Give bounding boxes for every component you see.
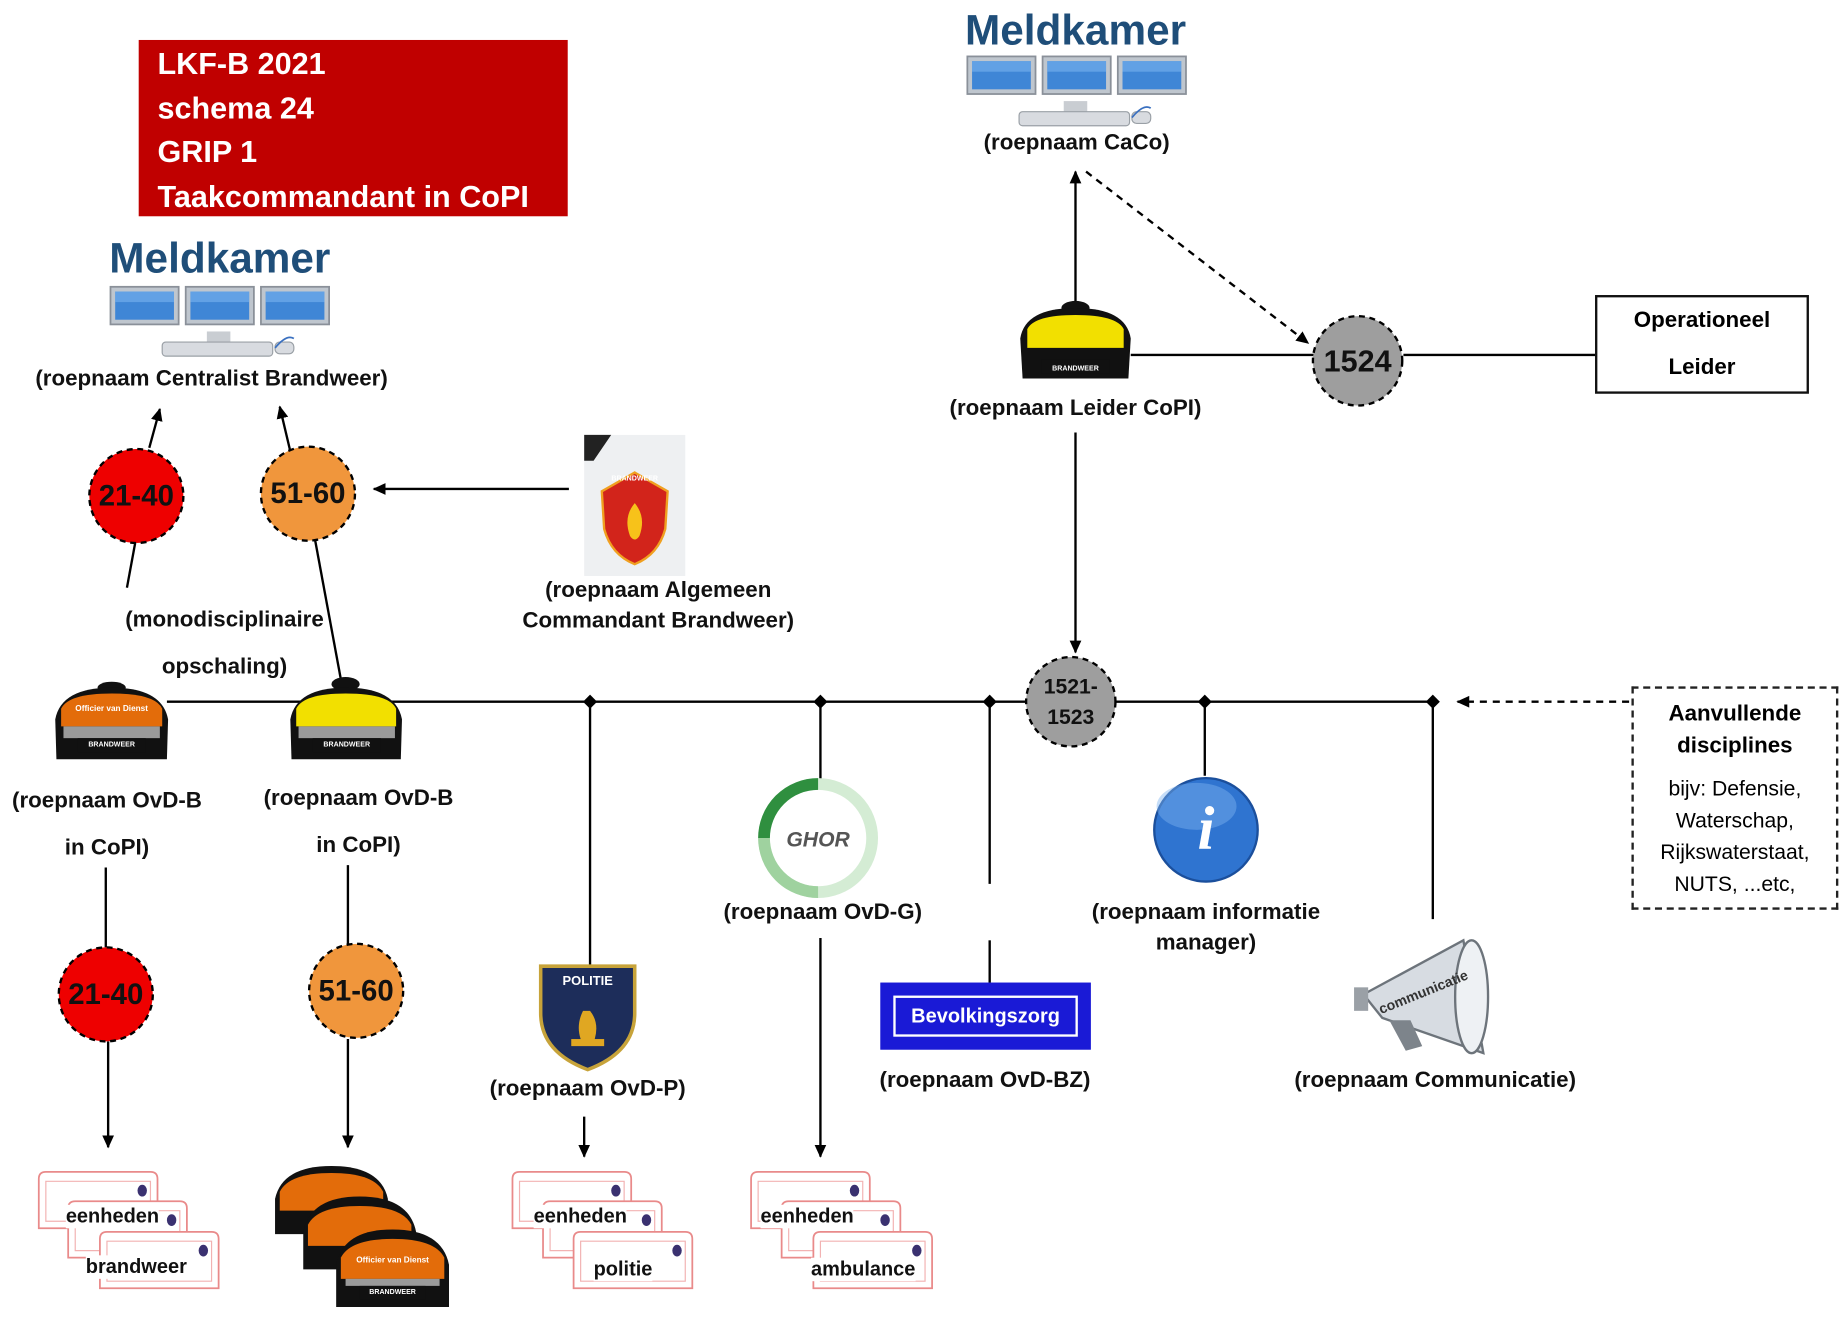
info-manager-label: (roepnaam informatie manager) [1070, 898, 1343, 959]
officers-helmet-sub: BRANDWEER [369, 1289, 416, 1297]
units-brandweer-line1: eenheden [65, 1204, 160, 1229]
mono-line1: (monodisciplinaire [125, 607, 324, 633]
units-brandweer-line2: brandweer [85, 1255, 187, 1279]
title-line-2: schema 24 [157, 89, 314, 126]
monodisciplinaire-label: (monodisciplinaire opschaling) [113, 597, 336, 691]
ovd-b1-helmet-icon [55, 681, 169, 760]
aanvullende-body-4: NUTS, ...etc, [1674, 872, 1796, 896]
units-politie-line1: eenheden [533, 1204, 627, 1229]
ovd-b1-line1: (roepnaam OvD-B [12, 788, 202, 814]
aanvullende-body-2: Waterschap, [1675, 808, 1794, 833]
meldkamer-left-title: Meldkamer [109, 233, 331, 283]
ovd-bz-label: (roepnaam OvD-BZ) [879, 1068, 1091, 1094]
ovd-b2-label: (roepnaam OvD-B in CoPI) [252, 776, 466, 870]
info-icon [1153, 776, 1259, 883]
algemeen-badge-text: BRANDWEER [611, 476, 659, 484]
aanvullende-body: bijv: Defensie, Waterschap, Rijkswaterst… [1634, 773, 1836, 900]
channel-21-40-bottom [57, 946, 154, 1043]
info-icon-text: i [1197, 795, 1215, 863]
node-1521-text: 1521- 1523 [1026, 671, 1115, 732]
ovd-g-label: (roepnaam OvD-G) [723, 900, 923, 926]
ovd-b2-line1: (roepnaam OvD-B [263, 786, 454, 812]
ovd-b1-label: (roepnaam OvD-B in CoPI) [0, 778, 214, 872]
channel-21-40-top-text: 21-40 [98, 479, 174, 513]
aanvullende-title: Aanvullende disciplines [1634, 698, 1836, 761]
ovd-b1-helmet-text: Officier van Dienst [75, 705, 149, 714]
info-line2: manager) [1155, 930, 1257, 956]
algemeen-line1: (roepnaam Algemeen [545, 578, 772, 603]
communicatie-megaphone-icon [1354, 938, 1490, 1055]
aanvullende-title1: Aanvullende [1668, 701, 1802, 727]
aanvullende-body-3: Rijkswaterstaat, [1660, 840, 1810, 864]
channel-21-40-bottom-text: 21-40 [68, 977, 144, 1011]
node-1524 [1311, 315, 1404, 407]
meldkamer-top-label: (roepnaam CaCo) [983, 130, 1170, 156]
channel-51-60-top [259, 445, 357, 542]
politie-badge-icon [538, 964, 637, 1072]
ovd-b1-line2: in CoPI) [64, 835, 150, 861]
units-politie-line2: politie [593, 1257, 653, 1282]
operationeel-line1: Operationeel [1633, 307, 1771, 333]
operationeel-line2: Leider [1668, 354, 1736, 380]
node-1521-1523 [1024, 655, 1117, 748]
meldkamer-top-title: Meldkamer [965, 5, 1187, 55]
leider-copi-helmet-icon [1020, 300, 1131, 379]
algemeen-commandant-label: (roepnaam Algemeen Commandant Brandweer) [505, 576, 811, 637]
aanvullende-title2: disciplines [1677, 733, 1793, 759]
channel-21-40-top [88, 447, 185, 545]
units-ambulance-line2: ambulance [811, 1257, 916, 1282]
title-line-1: LKF-B 2021 [157, 45, 326, 82]
meldkamer-left-label: (roepnaam Centralist Brandweer) [35, 366, 388, 392]
node-1521-line1: 1521- [1043, 674, 1098, 699]
node-1521-line2: 1523 [1047, 705, 1095, 729]
meldkamer-top-workstation-icon [967, 56, 1186, 125]
channel-51-60-top-text: 51-60 [270, 477, 346, 511]
info-line1: (roepnaam informatie [1091, 900, 1321, 926]
algemeen-line2: Commandant Brandweer) [522, 608, 795, 634]
algemeen-commandant-badge-icon [584, 434, 686, 576]
channel-51-60-bottom [307, 942, 405, 1040]
ghor-logo-text: GHOR [786, 827, 850, 851]
node-1524-text: 1524 [1323, 343, 1392, 379]
channel-51-60-bottom-text: 51-60 [318, 974, 394, 1008]
ovd-b2-line2: in CoPI) [316, 833, 401, 859]
ovd-b1-helmet-sub: BRANDWEER [88, 741, 135, 749]
aanvullende-body-1: bijv: Defensie, [1668, 776, 1802, 801]
schema-title-box: LKF-B 2021 schema 24 GRIP 1 Taakcommanda… [138, 39, 568, 217]
bevolkingszorg-text: Bevolkingszorg [893, 995, 1078, 1037]
aanvullende-disciplines-box: Aanvullende disciplines bijv: Defensie, … [1631, 686, 1839, 910]
title-line-3: GRIP 1 [157, 133, 258, 170]
units-ambulance-line1: eenheden [760, 1204, 854, 1229]
bevolkingszorg-box: Bevolkingszorg [880, 982, 1091, 1050]
politie-badge-text: POLITIE [562, 974, 613, 989]
ovd-p-label: (roepnaam OvD-P) [489, 1076, 686, 1102]
title-line-4: Taakcommandant in CoPI [157, 178, 529, 214]
operationeel-leider-box: Operationeel Leider [1595, 295, 1809, 394]
officers-helmet-text: Officier van Dienst [356, 1256, 429, 1265]
ovd-b2-helmet-icon [290, 677, 402, 760]
meldkamer-left-workstation-icon [110, 287, 329, 356]
ovd-b2-helmet-sub: BRANDWEER [323, 741, 371, 749]
leider-copi-label: (roepnaam Leider CoPI) [949, 396, 1202, 421]
leider-helmet-text: BRANDWEER [1052, 365, 1099, 373]
officers-helmet-stack-icon [275, 1165, 450, 1308]
ghor-logo-icon [758, 778, 879, 899]
mono-line2: opschaling) [161, 654, 288, 680]
communicatie-label: (roepnaam Communicatie) [1294, 1068, 1577, 1094]
